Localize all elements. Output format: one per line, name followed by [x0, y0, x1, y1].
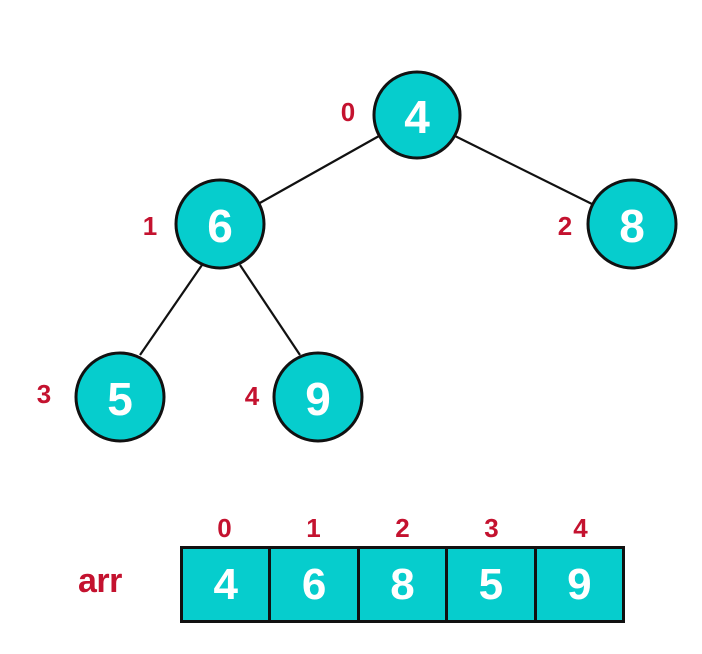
tree-node-4[interactable]: 9 [272, 351, 364, 443]
array-cell-2[interactable]: 8 [359, 549, 449, 620]
array-index-4: 4 [573, 513, 588, 543]
array-index-0: 0 [217, 513, 232, 543]
tree-node-4-circle[interactable] [272, 351, 364, 443]
tree-node-3-circle[interactable] [74, 351, 166, 443]
tree-node-1-value: 6 [207, 200, 233, 252]
tree-node-3-index: 3 [37, 379, 51, 409]
tree-node-4-value: 9 [305, 373, 331, 425]
tree-node-2[interactable]: 8 [586, 178, 678, 270]
array-index-1: 1 [306, 513, 321, 543]
tree-node-3[interactable]: 5 [74, 351, 166, 443]
tree-node-0-value: 4 [404, 91, 430, 143]
array-index-2: 2 [395, 513, 410, 543]
tree-edge-n1-right [239, 264, 301, 356]
tree-node-2-value: 8 [619, 200, 645, 252]
tree-node-4-index: 4 [245, 381, 260, 411]
binary-tree-graphic: 4 0 6 1 8 2 5 3 9 4 [37, 70, 678, 443]
tree-node-1[interactable]: 6 [174, 178, 266, 270]
array-cell-1[interactable]: 6 [271, 549, 360, 620]
tree-node-3-value: 5 [107, 373, 133, 425]
tree-edge-n1-left [139, 264, 203, 356]
tree-node-0-circle[interactable] [372, 70, 462, 160]
array-cell-0[interactable]: 4 [183, 549, 272, 620]
array-index-row: 0 1 2 3 4 [180, 512, 625, 544]
array-cell-3[interactable]: 5 [448, 549, 537, 620]
array-name-label: arr [78, 562, 122, 600]
array-cells-row: 4 6 8 5 9 [180, 546, 625, 623]
tree-node-1-index: 1 [143, 211, 157, 241]
tree-node-2-circle[interactable] [586, 178, 678, 270]
tree-node-0-index: 0 [341, 97, 355, 127]
tree-node-1-circle[interactable] [174, 178, 266, 270]
array-cell-4[interactable]: 9 [536, 549, 623, 620]
tree-edge-root-left [257, 135, 380, 205]
array-index-3: 3 [484, 513, 499, 543]
tree-node-0[interactable]: 4 [372, 70, 462, 160]
tree-edge-root-right [454, 135, 595, 206]
tree-node-2-index: 2 [558, 211, 572, 241]
